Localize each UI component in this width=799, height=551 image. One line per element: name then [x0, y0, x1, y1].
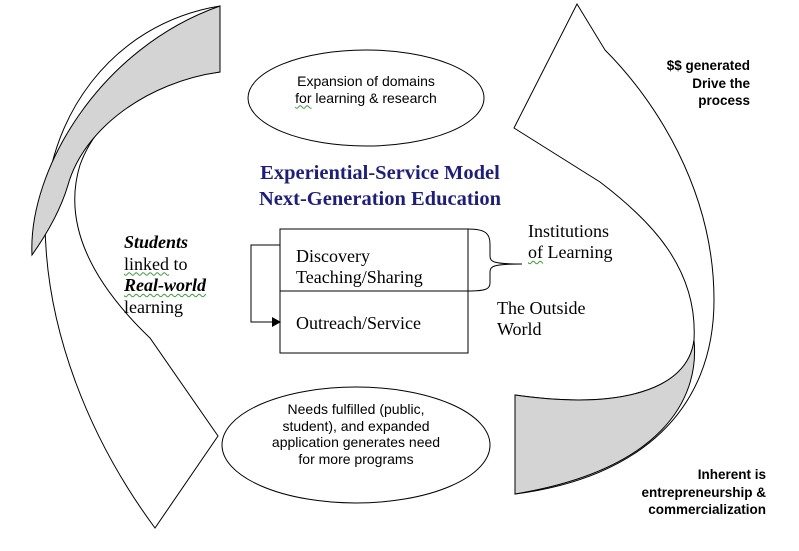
connector-arrowhead [272, 317, 281, 327]
title-line2: Next-Generation Education [259, 187, 501, 210]
elbow-connector [250, 244, 280, 323]
inherent-note-line2: entrepreneurship & [641, 484, 766, 500]
students-linked-word: linked [124, 253, 169, 274]
institutions-line1: Institutions [528, 221, 610, 241]
outside-world-label: The Outside World [497, 298, 627, 340]
students-learning-word: learning [124, 296, 183, 317]
outside-world-line2: World [497, 319, 542, 340]
institutions-line2-prefix: of [528, 242, 543, 263]
institutions-label: Institutions of Learning [528, 221, 668, 263]
money-note-line3: process [698, 93, 750, 109]
center-box-top-label: Discovery Teaching/Sharing [296, 246, 466, 288]
right-arrow-shade [514, 339, 696, 495]
bottom-ellipse-line4: for more programs [298, 450, 414, 467]
students-label: Students linked to Real-world learning [124, 232, 244, 318]
top-ellipse-line2-rest: learning & research [311, 89, 437, 106]
bottom-ellipse-label: Needs fulfilled (public, student), and e… [230, 401, 482, 467]
bottom-ellipse-line2: student), and expanded [282, 417, 430, 434]
top-ellipse-line1: Expansion of domains [297, 73, 435, 89]
center-box-bottom-label: Outreach/Service [296, 313, 421, 333]
students-to-word: to [169, 253, 188, 274]
diagram-title: Experiential-Service Model Next-Generati… [210, 161, 550, 212]
students-line2: linked to [124, 254, 244, 276]
institutions-line2-rest: Learning [543, 242, 613, 263]
top-ellipse-line2-prefix: for [295, 89, 312, 106]
money-note-line1: $$ generated [666, 58, 750, 73]
money-note: $$ generated Drive the process [630, 57, 750, 110]
center-box-line1: Discovery [296, 246, 370, 266]
outside-world-line1: The Outside [497, 298, 586, 318]
left-arrow-shade [31, 5, 221, 257]
students-real-world-word: Real-world [124, 275, 207, 296]
inherent-note: Inherent is entrepreneurship & commercia… [586, 466, 766, 519]
center-box-line2: Teaching/Sharing [296, 267, 423, 288]
institutions-line2: of Learning [528, 242, 668, 263]
students-word: Students [124, 232, 189, 252]
bottom-ellipse-line1: Needs fulfilled (public, [287, 401, 425, 417]
curly-brace [467, 228, 523, 292]
inherent-note-line3: commercialization [648, 502, 766, 518]
bottom-ellipse [221, 386, 491, 504]
money-note-line2: Drive the [692, 75, 750, 91]
title-line1: Experiential-Service Model [260, 162, 500, 184]
bottom-ellipse-line3: application generates need [271, 434, 441, 451]
top-ellipse [247, 49, 485, 147]
top-ellipse-line2: for learning & research [262, 90, 470, 107]
inherent-note-line1: Inherent is [697, 467, 766, 482]
top-ellipse-label: Expansion of domains for learning & rese… [262, 73, 470, 106]
